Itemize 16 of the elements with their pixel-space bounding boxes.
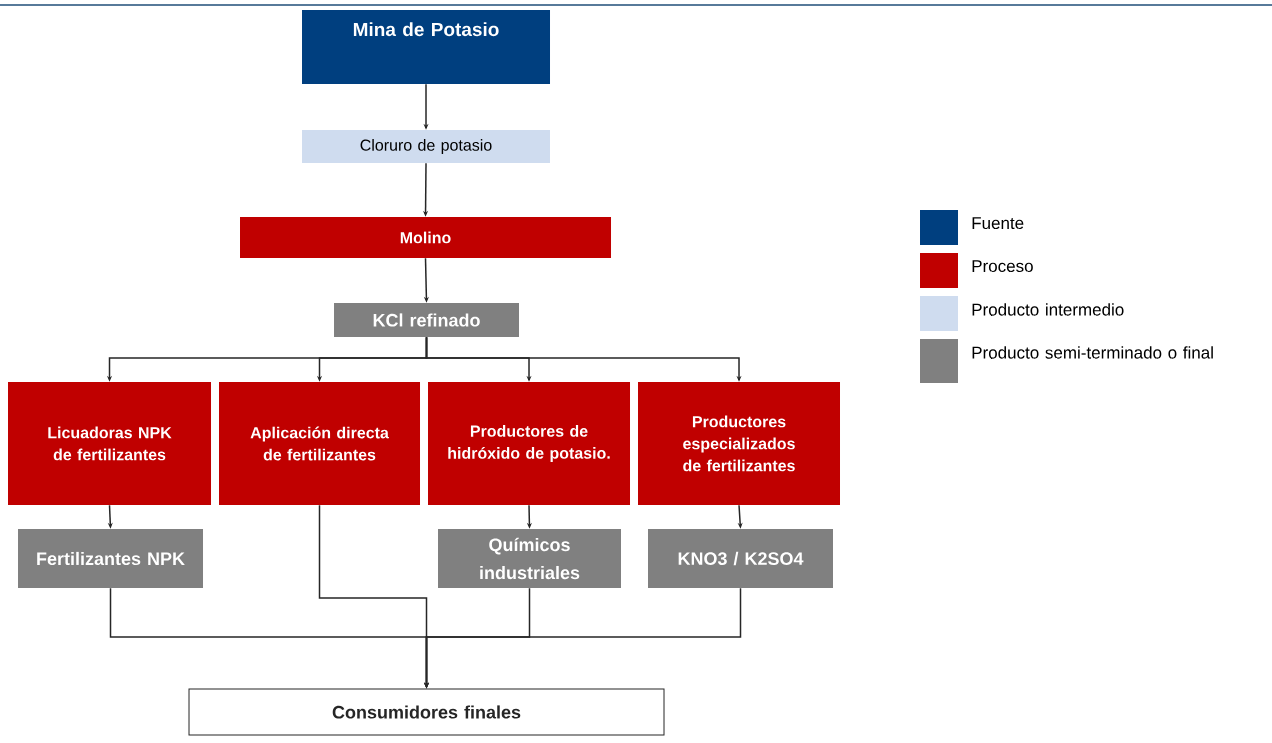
product-box: Químicos industriales [438, 529, 621, 588]
product-box: Fertilizantes NPK [18, 529, 203, 588]
legend-label: Producto intermedio [972, 303, 1124, 316]
process-box: Aplicación directa de fertilizantes [219, 382, 420, 505]
product-box: KNO3 / K2SO4 [648, 529, 833, 588]
consumer-box: Consumidores finales [188, 688, 665, 736]
legend-label: Proceso [972, 260, 1033, 273]
process-box: Productores de hidróxido de potasio. [428, 382, 630, 505]
source-box: Mina de Potasio [302, 10, 550, 84]
legend-label: Producto semi-terminado o final [972, 346, 1213, 359]
product-box: KCl refinado [334, 303, 519, 337]
intermediate-box: Cloruro de potasio [302, 130, 550, 163]
legend-label: Fuente [972, 217, 1024, 230]
process-box: Licuadoras NPK de fertilizantes [8, 382, 211, 505]
process-box: Productores especializados de fertilizantes [638, 382, 840, 505]
process-box: Molino [240, 217, 611, 258]
